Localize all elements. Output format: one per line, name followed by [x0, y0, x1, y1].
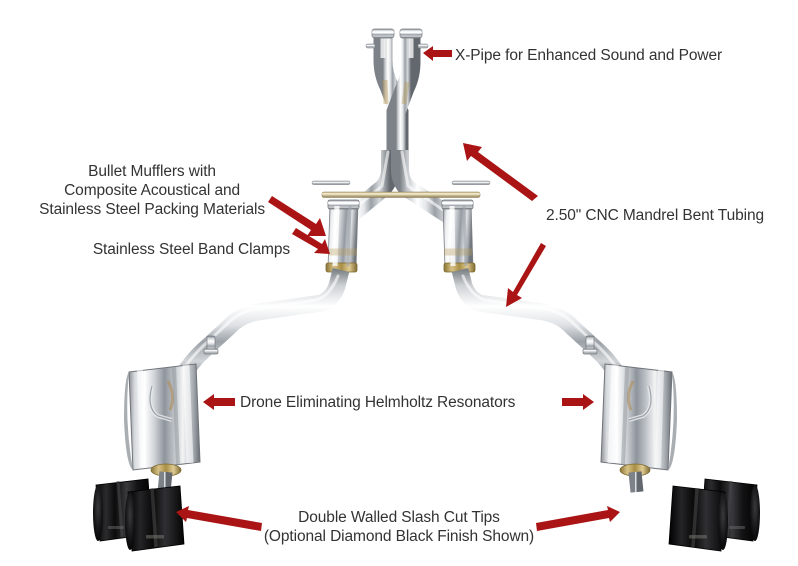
mandrel-tubing-label: 2.50ʺ CNC Mandrel Bent Tubing — [546, 207, 764, 224]
x-pipe — [365, 28, 429, 150]
exhaust-tips-left — [93, 478, 185, 552]
arrow-diagonal-down-left-icon-tubing — [506, 243, 546, 307]
arrow-left-icon-xpipe — [423, 46, 452, 61]
band-clamps-label: Stainless Steel Band Clamps — [92, 241, 290, 258]
arrow-left-icon-resonator — [203, 394, 235, 410]
x-pipe-label: X-Pipe for Enhanced Sound and Power — [455, 47, 723, 64]
arrow-diagonal-down-right-icon-clamps — [292, 228, 330, 254]
bullet-muffler-right — [441, 199, 476, 273]
band-clamp-right — [441, 199, 474, 210]
resonator-right — [600, 363, 677, 493]
hanger-left — [203, 335, 219, 355]
bullet-muffler-left — [325, 199, 360, 273]
arrow-diagonal-up-left-icon-tubing — [463, 143, 538, 201]
arrow-diagonal-down-right-icon-mufflers — [268, 196, 326, 236]
arrow-right-icon-resonator — [562, 394, 594, 410]
exhaust-tips-label: Double Walled Slash Cut Tips (Optional D… — [263, 509, 535, 545]
bullet-mufflers-label: Bullet Mufflers with Composite Acoustica… — [39, 163, 265, 218]
band-clamp-left — [327, 199, 360, 210]
mid-pipe-right — [451, 267, 632, 390]
cross-brace — [311, 180, 491, 198]
helmholtz-resonators-label: Drone Eliminating Helmholtz Resonators — [240, 394, 516, 411]
arrow-right-icon-tips — [536, 506, 620, 531]
y-split-pipes — [334, 108, 467, 246]
hanger-right — [582, 335, 598, 355]
resonator-left — [124, 363, 201, 493]
exhaust-tips-right — [668, 478, 760, 552]
arrow-left-icon-tips — [176, 506, 262, 531]
mid-pipe-left — [169, 267, 350, 390]
